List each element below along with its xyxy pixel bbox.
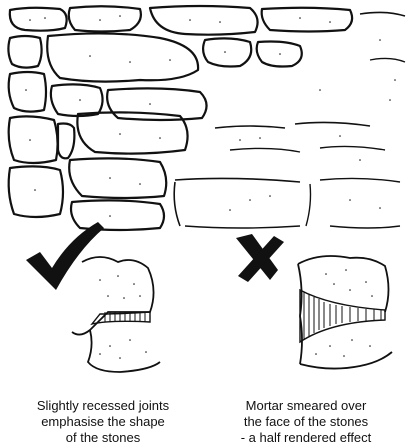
caption-right-line-1: Mortar smeared over [206,398,406,414]
caption-left-line-3: of the stones [3,430,203,446]
check-mark-icon [26,222,104,290]
recessed-joint-detail [72,257,160,372]
cross-mark-icon [236,234,284,282]
caption-left-line-2: emphasise the shape [3,414,203,430]
caption-right-line-2: the face of the stones [206,414,406,430]
stone-wall [8,6,405,230]
caption-left-line-1: Slightly recessed joints [3,398,203,414]
caption-right-line-3: - a half rendered effect [206,430,406,446]
smeared-joint-detail [298,256,392,369]
caption-recessed-joints: Slightly recessed joints emphasise the s… [3,398,203,446]
caption-smeared-mortar: Mortar smeared over the face of the ston… [206,398,406,446]
